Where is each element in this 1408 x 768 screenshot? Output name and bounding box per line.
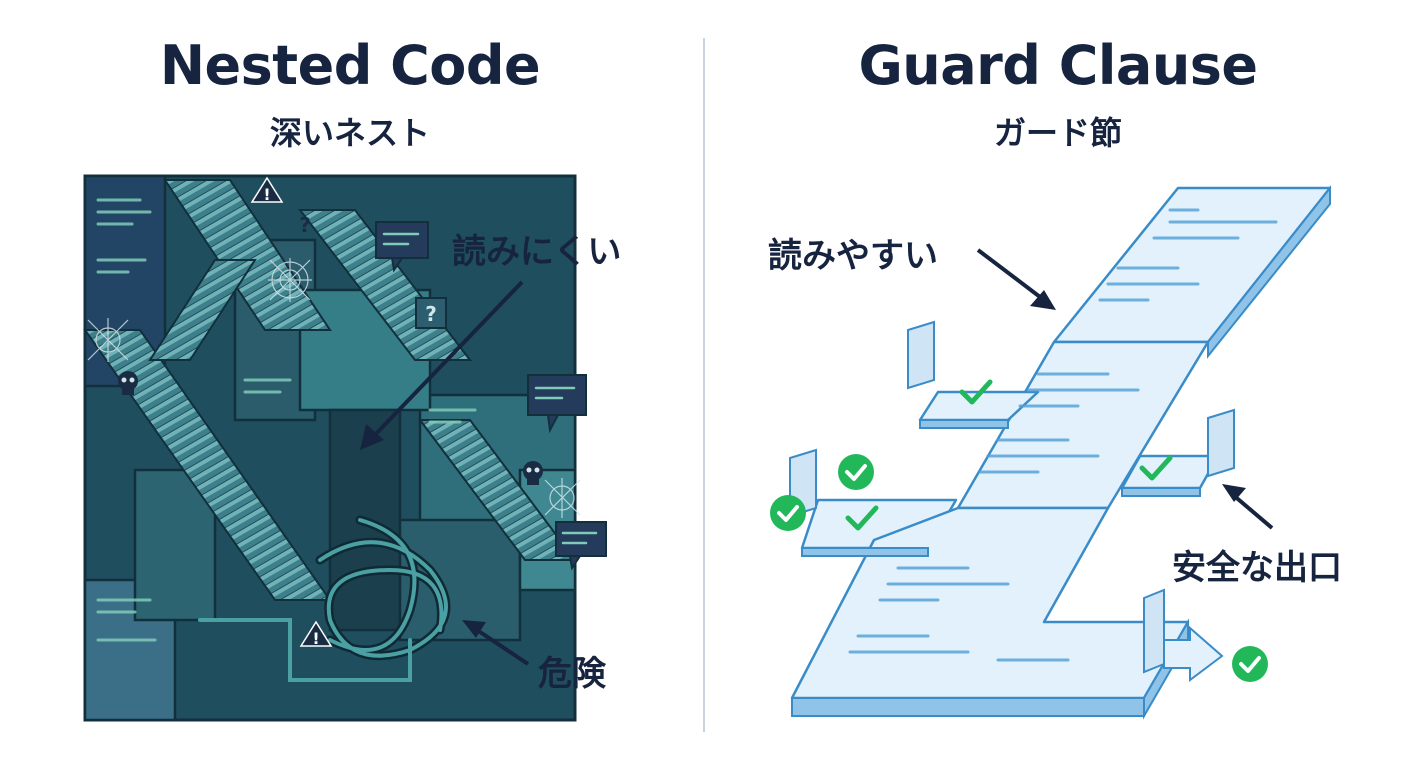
arrow-icon: [1163, 625, 1224, 682]
nested-code-panel: Nested Code 深いネスト: [0, 0, 700, 768]
easy-to-read-label: 読みやすい: [768, 236, 938, 276]
question-icon: ? ?: [299, 213, 447, 329]
speech-bubble-icon: [375, 221, 607, 571]
warning-icon: !: [299, 620, 333, 648]
guard-clause-title: Guard Clause: [858, 34, 1258, 97]
danger-label: 危険: [538, 654, 606, 694]
nested-code-title: Nested Code: [159, 34, 541, 97]
cobweb-icon: [87, 258, 581, 518]
check-icon: [770, 454, 1268, 682]
guard-clause-subtitle: ガード節: [993, 114, 1122, 152]
svg-text:!: !: [263, 185, 270, 204]
guard-clause-path-illustration: [770, 185, 1332, 720]
arrow-icon: [360, 280, 524, 450]
arrow-icon: [976, 248, 1056, 310]
warning-icon: !: [250, 176, 284, 204]
svg-text:!: !: [312, 629, 319, 648]
svg-text:?: ?: [425, 302, 437, 326]
guard-clause-panel: Guard Clause ガード節: [708, 0, 1408, 768]
arrow-icon: [1222, 484, 1274, 530]
safe-exit-label: 安全な出口: [1172, 548, 1342, 588]
nested-code-subtitle: 深いネスト: [269, 114, 430, 152]
arrow-icon: [462, 620, 530, 666]
panel-divider: [703, 38, 705, 732]
skull-icon: [118, 371, 543, 485]
svg-text:?: ?: [299, 213, 311, 237]
nested-maze-illustration: ! ! ? ?: [83, 174, 607, 722]
hard-to-read-label: 読みにくい: [452, 232, 622, 272]
